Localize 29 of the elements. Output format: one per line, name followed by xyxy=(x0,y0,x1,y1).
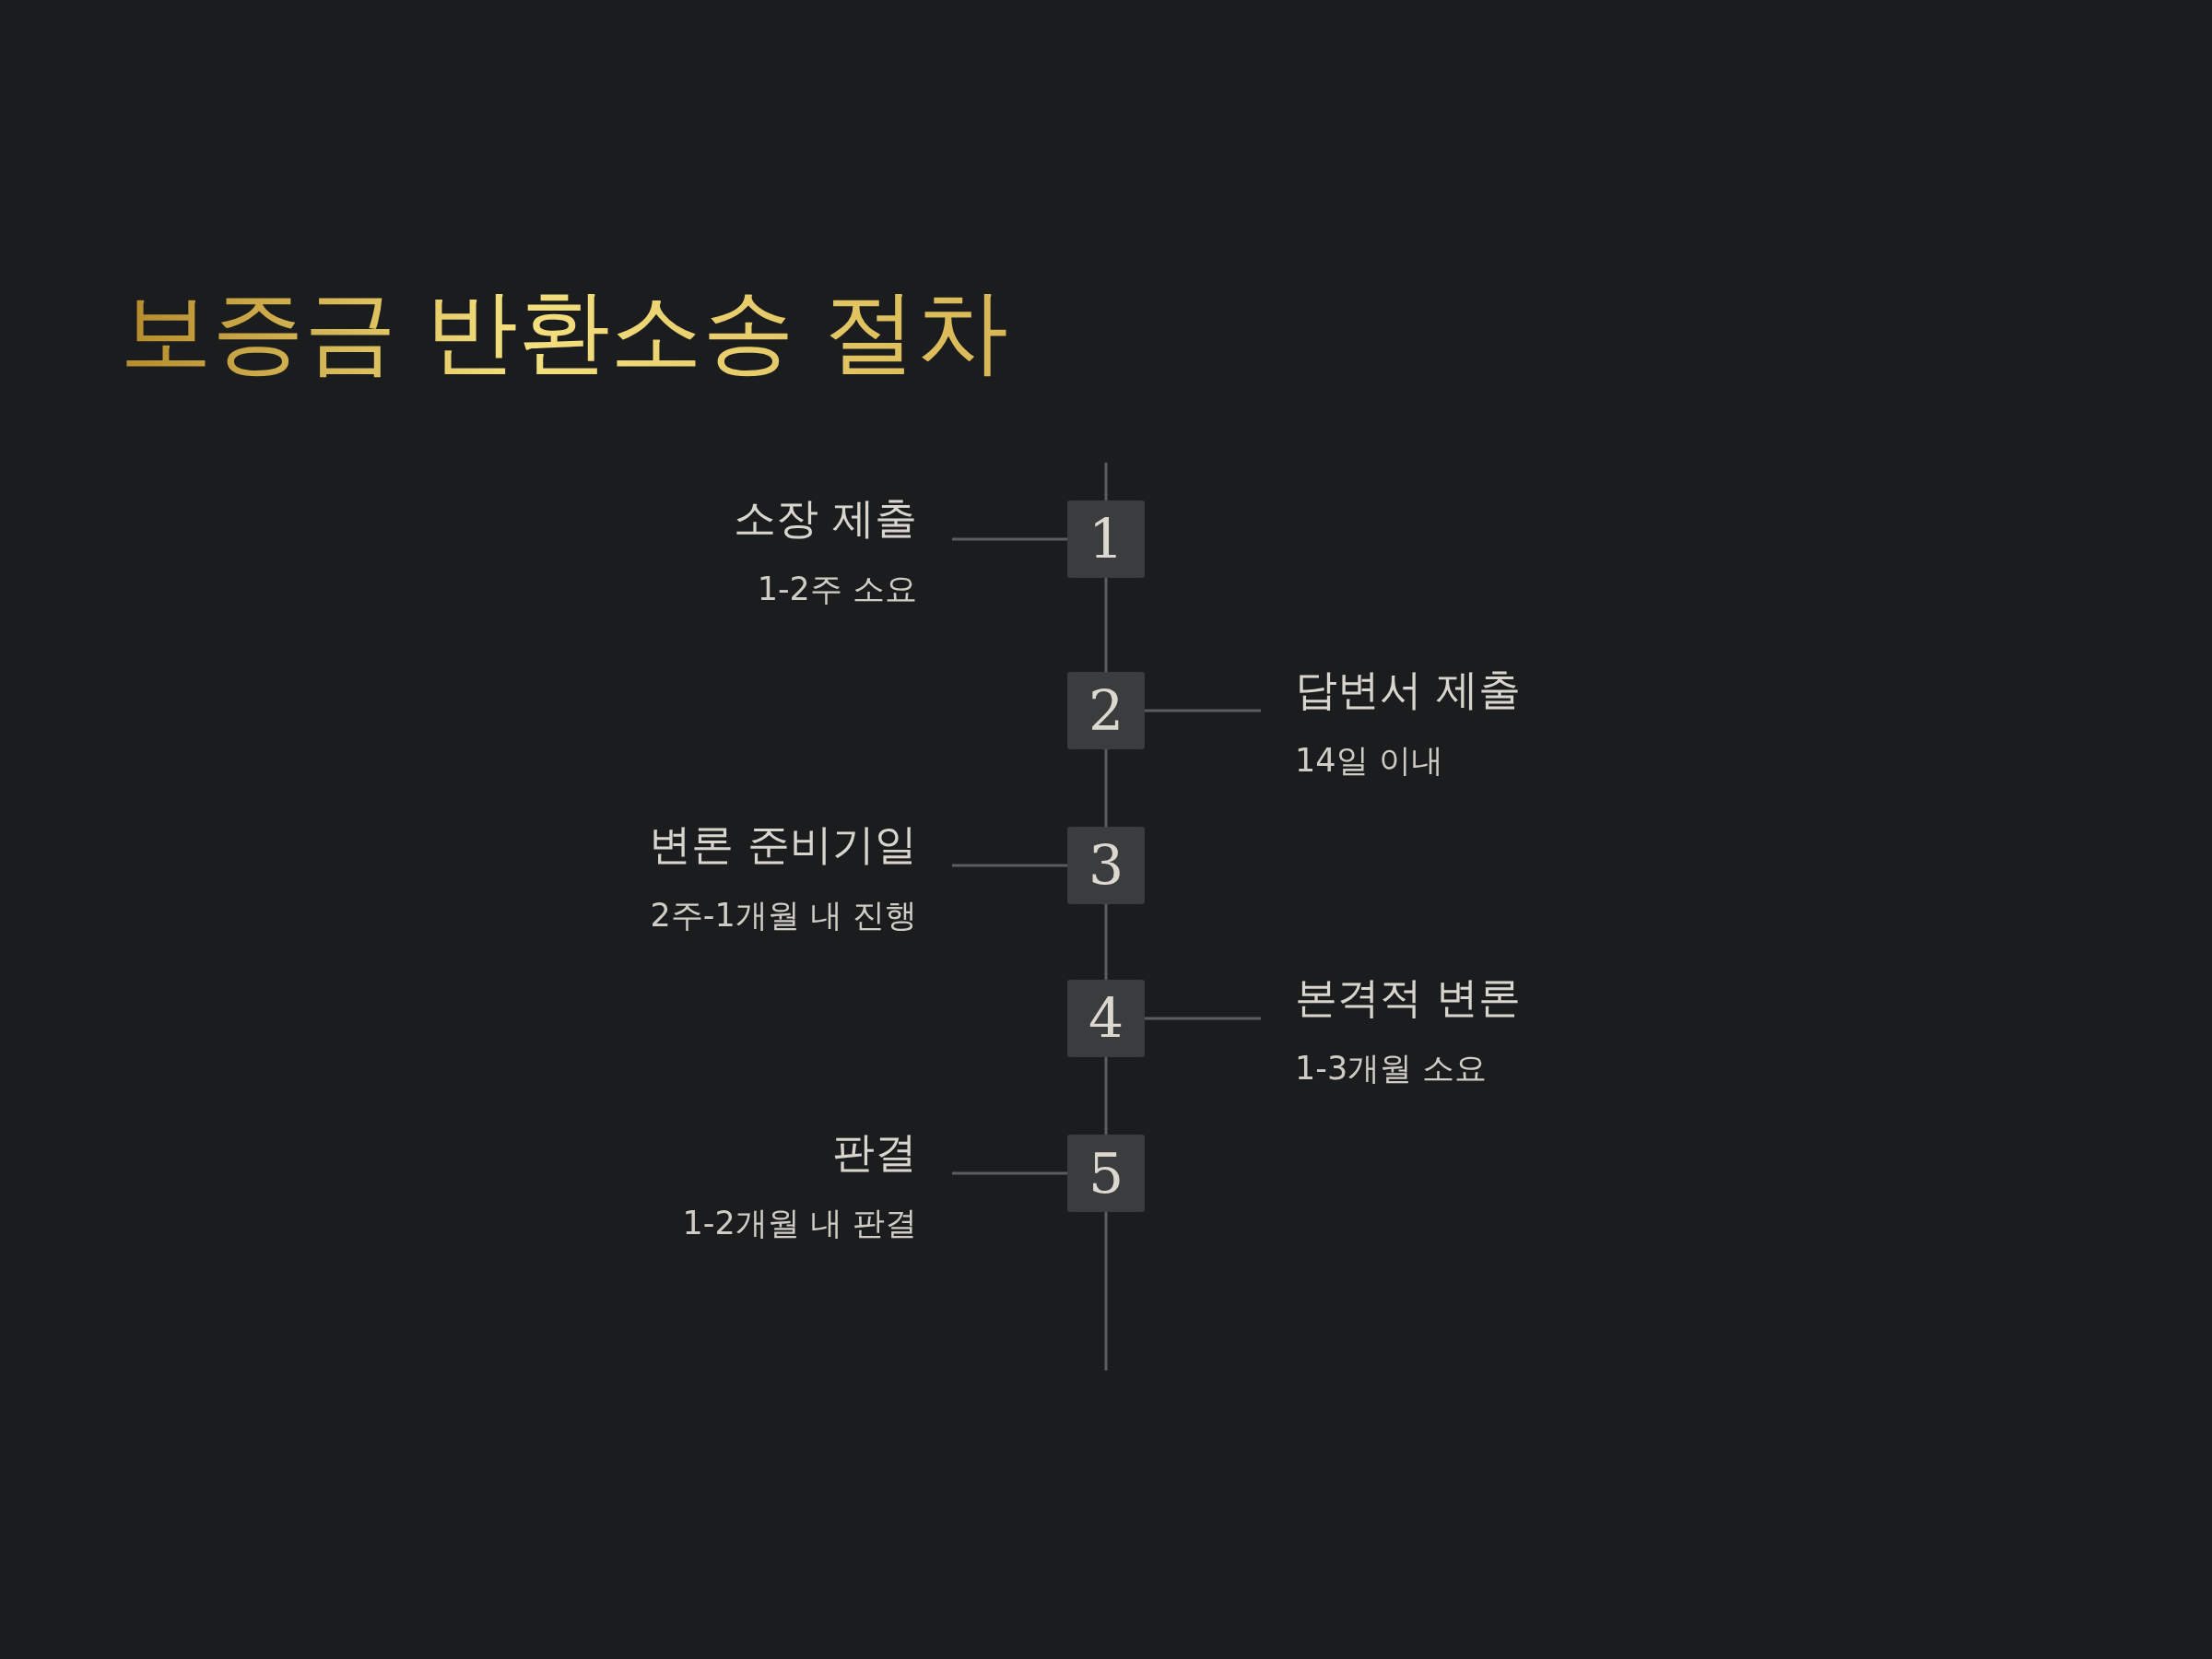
step-number: 5 xyxy=(1088,1141,1124,1206)
step-number: 3 xyxy=(1088,833,1124,898)
step-number-box xyxy=(1067,672,1145,749)
step-duration: 14일 이내 xyxy=(1295,741,1443,781)
step-title: 변론 준비기일 xyxy=(649,818,917,871)
step-title: 소장 제출 xyxy=(734,492,917,545)
connector-line xyxy=(1145,709,1261,712)
timeline-line xyxy=(1104,749,1108,827)
timeline-line xyxy=(1104,1057,1108,1135)
step-duration: 1-2개월 내 판결 xyxy=(682,1204,917,1243)
connector-line xyxy=(1145,1017,1261,1020)
step-number-box xyxy=(1067,827,1145,904)
connector-line xyxy=(952,537,1067,541)
connector-line xyxy=(952,1171,1067,1175)
step-number: 2 xyxy=(1088,678,1124,743)
step-number-box xyxy=(1067,1135,1145,1212)
step-number-box xyxy=(1067,500,1145,578)
step-duration: 1-2주 소요 xyxy=(757,570,917,609)
step-duration: 2주-1개월 내 진행 xyxy=(650,896,917,935)
step-title: 본격적 변론 xyxy=(1295,971,1521,1024)
step-title: 답변서 제출 xyxy=(1295,664,1521,716)
step-number: 1 xyxy=(1088,507,1124,571)
connector-line xyxy=(952,864,1067,867)
timeline-line xyxy=(1104,904,1108,980)
step-title: 판결 xyxy=(832,1126,917,1179)
step-number-box xyxy=(1067,980,1145,1057)
step-duration: 1-3개월 소요 xyxy=(1295,1049,1488,1088)
timeline-line xyxy=(1104,578,1108,672)
step-number: 4 xyxy=(1088,986,1124,1051)
